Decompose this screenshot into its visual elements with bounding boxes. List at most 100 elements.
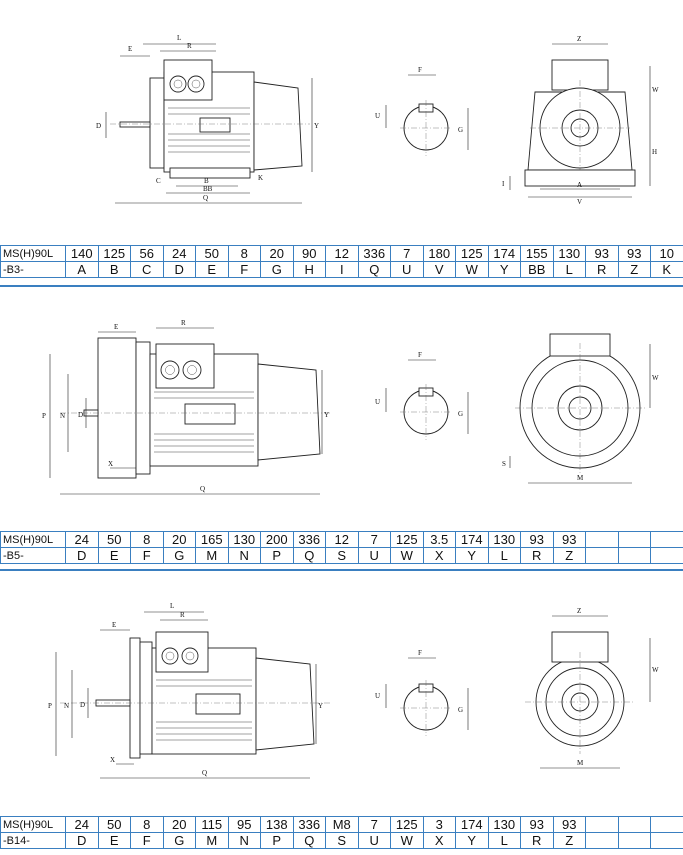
b3-label-R: R bbox=[187, 42, 192, 50]
b3-label-B: B bbox=[204, 177, 209, 185]
b5-label-M: M bbox=[577, 474, 584, 482]
letter-cell: BB bbox=[520, 261, 554, 278]
value-cell: 24 bbox=[65, 816, 99, 833]
b3-label-Q: Q bbox=[203, 194, 208, 202]
section-b5: E R P N D Y X Q F U G bbox=[0, 288, 683, 564]
section-divider bbox=[0, 569, 683, 571]
letter-cell bbox=[650, 832, 683, 849]
value-cell: 3.5 bbox=[422, 531, 456, 548]
value-cell: 165 bbox=[195, 531, 229, 548]
value-cell: 130 bbox=[487, 816, 521, 833]
letter-cell: Q bbox=[357, 261, 391, 278]
b5-label-F: F bbox=[418, 351, 422, 359]
letter-cell: Z bbox=[552, 547, 586, 564]
b5-label-U: U bbox=[375, 398, 380, 406]
value-cell: 93 bbox=[552, 816, 586, 833]
value-cell: 10 bbox=[650, 245, 683, 262]
letter-cell: E bbox=[195, 261, 229, 278]
b3-shaft-view: F U G bbox=[375, 66, 469, 156]
value-cell: 7 bbox=[357, 531, 391, 548]
value-cell: 125 bbox=[390, 816, 424, 833]
letter-cell: Q bbox=[292, 832, 326, 849]
b3-label-G: G bbox=[458, 126, 463, 134]
letter-cell: Z bbox=[617, 261, 651, 278]
letter-cell: D bbox=[65, 547, 99, 564]
letter-cell: I bbox=[325, 261, 359, 278]
table-row: -B5- D E F G M N P Q S U W X Y L R Z bbox=[0, 547, 683, 564]
b5-label-D: D bbox=[78, 411, 83, 419]
value-cell bbox=[617, 816, 651, 833]
letter-cell: K bbox=[650, 261, 683, 278]
table-row: MS(H)90L 24 50 8 20 165 130 200 336 12 7… bbox=[0, 531, 683, 548]
value-cell: 12 bbox=[325, 245, 359, 262]
value-cell: 8 bbox=[130, 816, 164, 833]
value-cell: 93 bbox=[617, 245, 651, 262]
value-cell: 50 bbox=[97, 531, 131, 548]
letter-cell: N bbox=[227, 547, 261, 564]
b3-label-Z: Z bbox=[577, 35, 581, 43]
model-cell: -B3- bbox=[0, 261, 66, 278]
b5-label-E: E bbox=[114, 323, 118, 331]
b5-label-N: N bbox=[60, 412, 65, 420]
b5-label-W: W bbox=[652, 374, 659, 382]
value-cell: 93 bbox=[552, 531, 586, 548]
letter-cell: H bbox=[292, 261, 326, 278]
value-cell: 7 bbox=[390, 245, 424, 262]
letter-cell: G bbox=[260, 261, 294, 278]
b14-drawing: L E R P N D Y X Q F U G bbox=[48, 602, 659, 779]
section-divider bbox=[0, 285, 683, 287]
b5-label-G: G bbox=[458, 410, 463, 418]
model-cell: MS(H)90L bbox=[0, 531, 66, 548]
value-cell: 24 bbox=[65, 531, 99, 548]
table-row: MS(H)90L 24 50 8 20 115 95 138 336 M8 7 … bbox=[0, 816, 683, 833]
b14-shaft-view: F U G bbox=[375, 649, 469, 736]
letter-cell: U bbox=[390, 261, 424, 278]
b5-label-S: S bbox=[502, 460, 506, 468]
b14-label-G: G bbox=[458, 706, 463, 714]
value-cell bbox=[650, 531, 683, 548]
value-cell: 125 bbox=[455, 245, 489, 262]
section-b3: L E R D Y C B BB K Q F U G bbox=[0, 0, 683, 278]
letter-cell: A bbox=[65, 261, 99, 278]
model-cell: -B14- bbox=[0, 832, 66, 849]
b14-label-Z: Z bbox=[577, 607, 581, 615]
b3-label-V: V bbox=[577, 198, 582, 206]
value-cell: 174 bbox=[487, 245, 521, 262]
b14-label-X: X bbox=[110, 756, 115, 764]
value-cell: 130 bbox=[552, 245, 586, 262]
value-cell: 93 bbox=[585, 245, 619, 262]
letter-cell: N bbox=[227, 832, 261, 849]
b3-label-E: E bbox=[128, 45, 132, 53]
b3-label-K: K bbox=[258, 174, 263, 182]
value-cell: 90 bbox=[292, 245, 326, 262]
b3-label-Y: Y bbox=[314, 122, 319, 130]
value-cell: 336 bbox=[357, 245, 391, 262]
value-cell: 180 bbox=[422, 245, 456, 262]
b3-label-C: C bbox=[156, 177, 161, 185]
value-cell: 130 bbox=[227, 531, 261, 548]
model-cell: -B5- bbox=[0, 547, 66, 564]
b5-label-P: P bbox=[42, 412, 46, 420]
letter-cell: S bbox=[325, 832, 359, 849]
value-cell: 125 bbox=[390, 531, 424, 548]
letter-cell: L bbox=[487, 832, 521, 849]
value-cell: 56 bbox=[130, 245, 164, 262]
value-cell: M8 bbox=[325, 816, 359, 833]
value-cell bbox=[650, 816, 683, 833]
letter-cell: F bbox=[130, 547, 164, 564]
value-cell: 8 bbox=[227, 245, 261, 262]
letter-cell: D bbox=[162, 261, 196, 278]
b14-label-M: M bbox=[577, 759, 584, 767]
b3-end-view: Z W H I A V bbox=[502, 35, 659, 206]
value-cell bbox=[617, 531, 651, 548]
letter-cell: R bbox=[585, 261, 619, 278]
value-cell: 20 bbox=[260, 245, 294, 262]
b3-label-F: F bbox=[418, 66, 422, 74]
letter-cell bbox=[617, 832, 651, 849]
b5-label-R: R bbox=[181, 319, 186, 327]
letter-cell: U bbox=[357, 547, 391, 564]
value-cell: 336 bbox=[292, 816, 326, 833]
value-cell: 140 bbox=[65, 245, 99, 262]
value-cell bbox=[585, 531, 619, 548]
letter-cell: V bbox=[422, 261, 456, 278]
